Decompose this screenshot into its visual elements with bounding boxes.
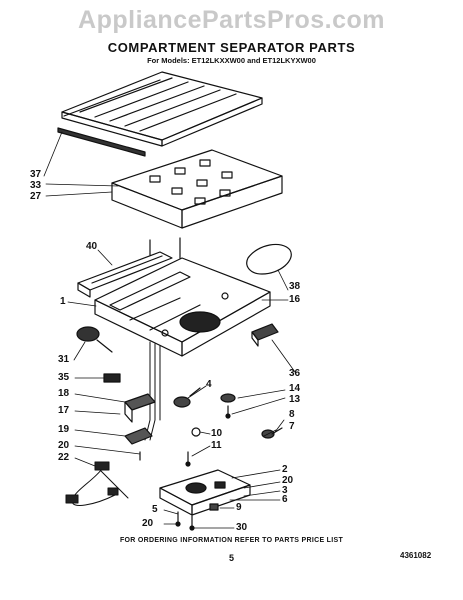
callout-30: 30 [236,522,248,533]
callout-27: 27 [30,191,42,202]
watermark-text: AppliancePartsPros.com [78,6,385,34]
callout-31: 31 [58,354,70,365]
callout-38: 38 [289,281,301,292]
callout-19: 19 [58,424,70,435]
callout-20-right: 20 [282,475,294,486]
callout-33: 33 [30,180,42,191]
callout-40: 40 [86,241,98,252]
callout-2: 2 [282,464,288,475]
callout-17: 17 [58,405,70,416]
wire-harness [65,341,161,506]
model-subtitle: For Models: ET12LKXXW00 and ET12LKYXW00 [147,56,316,65]
callout-7: 7 [289,421,295,432]
callout-18: 18 [58,388,70,399]
part-36-damper-cover [251,323,279,347]
callout-10: 10 [211,428,223,439]
callout-9: 9 [236,502,242,513]
callout-22: 22 [58,452,70,463]
callout-20-left: 20 [58,440,70,451]
callout-13: 13 [289,394,301,405]
part-18-thermostat-housing [124,393,156,423]
callout-6: 6 [282,494,288,505]
callout-20-bottom: 20 [142,518,154,529]
part-38-gasket [246,243,292,275]
part-40-air-duct [77,237,181,298]
callout-1: 1 [60,296,66,307]
part-35-thermostat [103,373,121,383]
page-title: COMPARTMENT SEPARATOR PARTS [107,40,356,55]
part-19-bracket [124,427,153,461]
callout-5: 5 [152,504,158,515]
part-4-socket [173,387,201,408]
callout-11: 11 [211,440,222,451]
callout-leader-lines [43,131,296,529]
part-1-separator-tray [94,257,271,357]
callout-14: 14 [289,383,301,394]
callout-36: 36 [289,368,301,379]
callout-3: 3 [282,485,288,496]
part-8-bulb [261,427,283,439]
ordering-info: FOR ORDERING INFORMATION REFER TO PARTS … [119,537,344,544]
page-number: 5 [229,553,235,563]
callout-35: 35 [58,372,70,383]
callout-16: 16 [289,294,301,305]
callout-8: 8 [289,409,295,420]
part-10-clip [185,427,201,467]
part-37-grille [57,71,263,157]
document-number: 4361082 [400,551,432,560]
part-14-grommet [220,393,236,419]
callout-37: 37 [30,169,42,180]
part-31-knob [76,326,113,353]
callout-4: 4 [206,379,212,390]
part-27-separator-cover [111,149,283,229]
